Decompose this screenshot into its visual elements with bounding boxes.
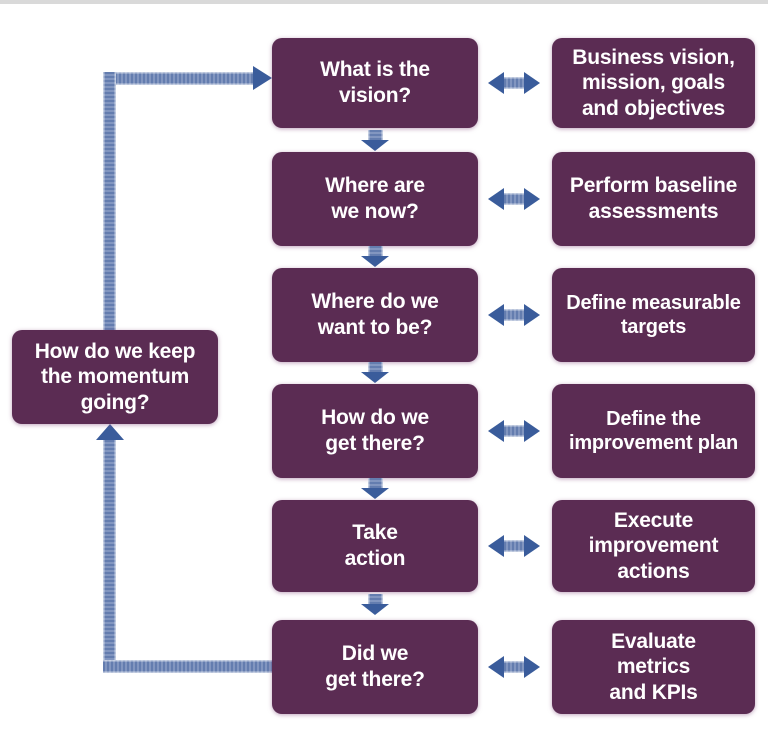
double-arrow-6	[488, 656, 540, 678]
left-arrowhead-icon	[488, 72, 504, 94]
box-action-6-label: Evaluate metrics and KPIs	[609, 629, 698, 704]
box-action-2-label: Perform baseline assessments	[569, 174, 738, 223]
box-action-2: Perform baseline assessments	[552, 152, 755, 246]
right-arrowhead-icon	[524, 188, 540, 210]
box-action-3: Define measurable targets	[552, 268, 755, 362]
up-arrowhead-icon	[96, 424, 124, 440]
double-arrow-4	[488, 420, 540, 442]
box-action-6: Evaluate metrics and KPIs	[552, 620, 755, 714]
double-arrow-shaft	[504, 193, 524, 205]
box-action-5-label: Execute improvement actions	[588, 508, 719, 583]
loop-left-lower-segment	[103, 440, 116, 673]
down-arrow-shaft	[367, 362, 383, 372]
box-momentum: How do we keep the momentum going?	[12, 330, 218, 424]
box-question-5: Take action	[272, 500, 478, 592]
down-arrow-shaft	[367, 594, 383, 604]
box-action-5: Execute improvement actions	[552, 500, 755, 592]
down-arrow-1	[361, 130, 389, 151]
box-question-3-label: Where do we want to be?	[311, 290, 439, 339]
double-arrow-shaft	[504, 309, 524, 321]
right-arrowhead-icon	[524, 72, 540, 94]
box-question-1-label: What is the vision?	[320, 58, 430, 107]
box-action-3-label: Define measurable targets	[566, 291, 741, 338]
box-momentum-label: How do we keep the momentum going?	[34, 339, 196, 414]
box-question-3: Where do we want to be?	[272, 268, 478, 362]
left-arrowhead-icon	[488, 188, 504, 210]
box-question-2-label: Where are we now?	[325, 174, 425, 223]
box-action-1: Business vision, mission, goals and obje…	[552, 38, 755, 128]
down-arrow-4	[361, 478, 389, 499]
right-arrowhead-icon	[524, 420, 540, 442]
box-action-4-label: Define the improvement plan	[568, 407, 739, 454]
box-question-5-label: Take action	[344, 521, 406, 570]
left-arrowhead-icon	[488, 304, 504, 326]
right-arrowhead-icon	[524, 656, 540, 678]
double-arrow-shaft	[504, 425, 524, 437]
left-arrowhead-icon	[488, 656, 504, 678]
down-arrow-2	[361, 246, 389, 267]
down-arrowhead-icon	[361, 372, 389, 383]
double-arrow-1	[488, 72, 540, 94]
left-arrowhead-icon	[488, 420, 504, 442]
right-arrowhead-icon	[253, 66, 272, 90]
left-arrowhead-icon	[488, 535, 504, 557]
loop-left-upper-segment	[103, 72, 116, 330]
down-arrow-shaft	[367, 130, 383, 140]
right-arrowhead-icon	[524, 304, 540, 326]
double-arrow-3	[488, 304, 540, 326]
top-border	[0, 0, 768, 4]
down-arrowhead-icon	[361, 488, 389, 499]
box-question-4-label: How do we get there?	[321, 406, 429, 455]
down-arrow-shaft	[367, 478, 383, 488]
double-arrow-5	[488, 535, 540, 557]
loop-bottom-segment	[103, 660, 272, 673]
double-arrow-shaft	[504, 540, 524, 552]
box-question-4: How do we get there?	[272, 384, 478, 478]
down-arrowhead-icon	[361, 140, 389, 151]
box-action-1-label: Business vision, mission, goals and obje…	[572, 45, 735, 120]
double-arrow-shaft	[504, 77, 524, 89]
box-question-6-label: Did we get there?	[325, 642, 425, 691]
right-arrowhead-icon	[524, 535, 540, 557]
double-arrow-shaft	[504, 661, 524, 673]
box-action-4: Define the improvement plan	[552, 384, 755, 478]
down-arrow-3	[361, 362, 389, 383]
down-arrowhead-icon	[361, 604, 389, 615]
double-arrow-2	[488, 188, 540, 210]
down-arrow-shaft	[367, 246, 383, 256]
down-arrowhead-icon	[361, 256, 389, 267]
loop-top-segment	[103, 72, 253, 85]
box-question-6: Did we get there?	[272, 620, 478, 714]
box-question-2: Where are we now?	[272, 152, 478, 246]
down-arrow-5	[361, 594, 389, 615]
box-question-1: What is the vision?	[272, 38, 478, 128]
